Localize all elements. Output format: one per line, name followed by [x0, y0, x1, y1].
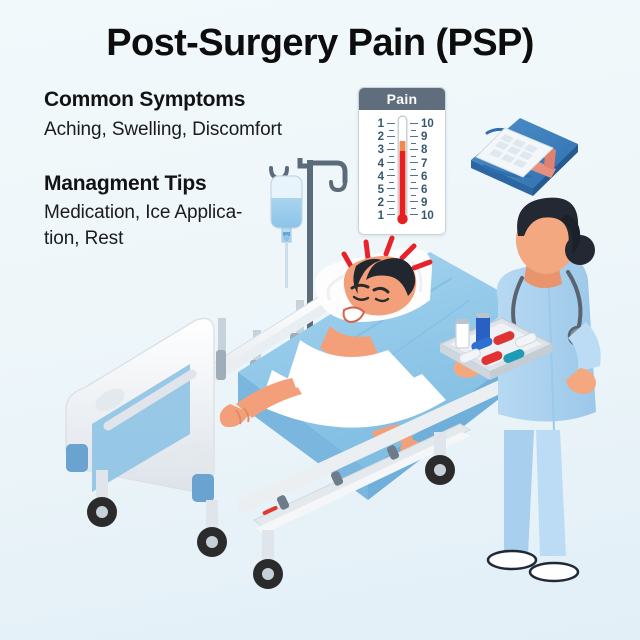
thermometer-icon — [397, 115, 408, 225]
pain-scale-right-numbers: 10 9 8 7 6 6 9 10 — [421, 118, 434, 223]
pain-scale-body: 1 2 3 4 4 5 2 1 10 9 8 7 6 6 9 10 — [359, 110, 445, 234]
pain-scale-left-numbers: 1 2 3 4 4 5 2 1 — [377, 118, 384, 223]
bed-caster — [87, 455, 455, 589]
symptoms-heading: Common Symptoms — [44, 88, 246, 111]
symptoms-body: Aching, Swelling, Discomfort — [44, 119, 282, 140]
pain-lines-icon — [341, 235, 433, 271]
pain-scale-label: Pain — [359, 88, 445, 110]
medication-tray — [438, 313, 554, 380]
page-title: Post-Surgery Pain (PSP) — [106, 22, 534, 64]
capsule — [458, 331, 537, 365]
bed-footboard — [65, 317, 215, 502]
medical-kit — [471, 118, 578, 196]
patient-in-pain — [219, 235, 446, 456]
bed-base-frame — [87, 352, 560, 589]
pain-scale-card: Pain 1 2 3 4 4 5 2 1 10 9 8 7 6 6 9 10 — [358, 87, 446, 235]
management-tips-heading: Managment Tips — [44, 172, 207, 195]
iv-drip-stand — [269, 158, 348, 410]
management-tips-body: Medication, Ice Applica- tion, Rest — [44, 202, 243, 249]
